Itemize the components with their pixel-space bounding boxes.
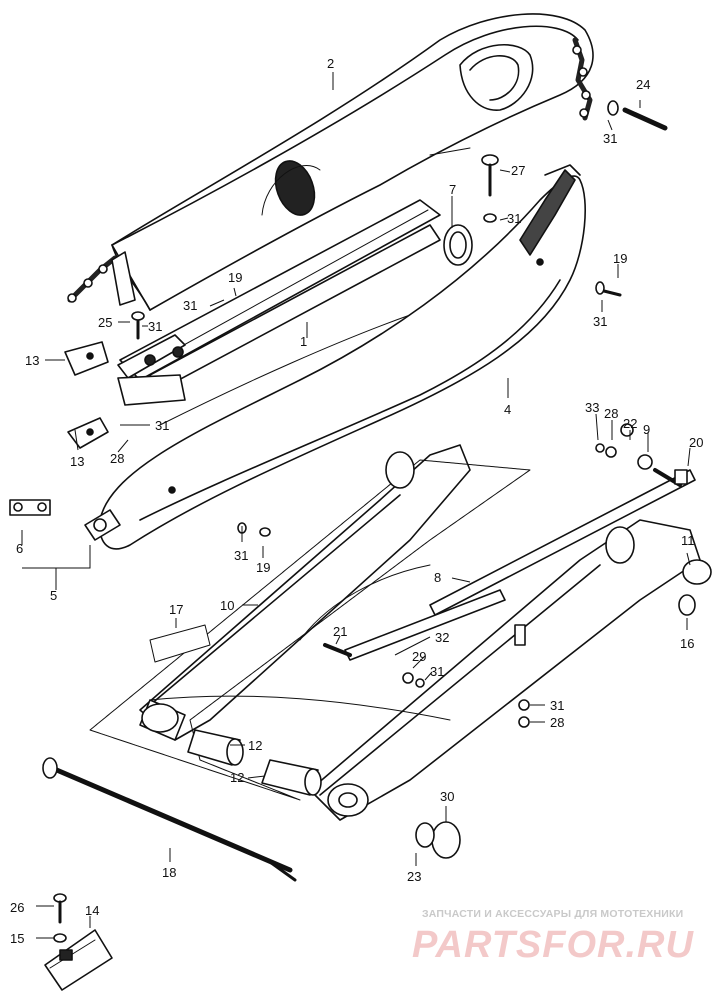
- bolt-27: [481, 154, 499, 223]
- callout-6: 7: [449, 182, 456, 197]
- callout-labels: 2 1 4 5 6 7 8 9 10 11 12 12 13 13 14 15 …: [10, 56, 703, 946]
- callout-18: 17: [169, 602, 183, 617]
- callout-45: 31: [550, 698, 564, 713]
- callout-30: 27: [511, 163, 525, 178]
- nut-30: [431, 821, 461, 859]
- callout-1: 2: [327, 56, 334, 71]
- callout-42: 31: [155, 418, 169, 433]
- bolt-19-lower: [237, 522, 271, 537]
- chain-lower: [67, 251, 136, 306]
- chain-case-upper: [111, 13, 594, 311]
- watermark: ЗАПЧАСТИ И АКСЕССУАРЫ ДЛЯ МОТОТЕХНИКИ PA…: [412, 908, 694, 966]
- bracket-13-upper: [64, 341, 109, 376]
- callout-31: 28: [110, 451, 124, 466]
- callout-29: 26: [10, 900, 24, 915]
- callout-46: 32: [435, 630, 449, 645]
- nut-16: [678, 594, 696, 616]
- callout-38: 31: [507, 211, 521, 226]
- callout-7: 8: [434, 570, 441, 585]
- callout-8: 9: [643, 422, 650, 437]
- callout-9: 10: [220, 598, 234, 613]
- bolt-25: [131, 311, 145, 340]
- chain-joint-6: [9, 499, 51, 516]
- label-sticker: [149, 624, 211, 663]
- chain-case-lower: [99, 175, 586, 550]
- callout-33: 28: [604, 406, 618, 421]
- callout-13: 13: [25, 353, 39, 368]
- callout-44: 31: [430, 664, 444, 679]
- slider-pad-assembly: [44, 893, 113, 991]
- bolt-24: [607, 100, 668, 131]
- callout-47: 33: [585, 400, 599, 415]
- chain-slider: [117, 199, 441, 406]
- washers-right: [595, 423, 653, 470]
- callout-2: 1: [300, 334, 307, 349]
- callout-22: 19: [256, 560, 270, 575]
- callout-23: 20: [689, 435, 703, 450]
- washer-23: [415, 822, 435, 848]
- callout-11: 12: [248, 738, 262, 753]
- grommet: [443, 224, 473, 266]
- watermark-brand: PARTSFOR.RU: [412, 924, 694, 966]
- callout-25: 22: [623, 416, 637, 431]
- callout-21: 19: [613, 251, 627, 266]
- callout-16: 15: [10, 931, 24, 946]
- callout-40: 31: [183, 298, 197, 313]
- callout-3: 4: [504, 402, 511, 417]
- callout-28: 25: [98, 315, 112, 330]
- bracket-13-lower: [67, 417, 109, 449]
- callout-24: 21: [333, 624, 347, 639]
- chain-guide-bracket: [519, 164, 581, 256]
- callout-37: 31: [603, 131, 617, 146]
- chain-joint-5: [84, 509, 121, 541]
- washers-adjuster: [402, 672, 530, 728]
- callout-35: 29: [412, 649, 426, 664]
- callout-43: 31: [234, 548, 248, 563]
- callout-32: 28: [550, 715, 564, 730]
- callout-39: 31: [593, 314, 607, 329]
- nut-11: [682, 559, 712, 585]
- bolt-21: [323, 643, 352, 657]
- chain-upper: [572, 37, 593, 121]
- callout-5: 6: [16, 541, 23, 556]
- pivot-bolt: [42, 757, 297, 882]
- chain-adjuster: [344, 469, 696, 661]
- callout-4: 5: [50, 588, 57, 603]
- callout-12: 12: [230, 770, 244, 785]
- callout-20: 19: [228, 270, 242, 285]
- watermark-caption: ЗАПЧАСТИ И АКСЕССУАРЫ ДЛЯ МОТОТЕХНИКИ: [422, 908, 683, 920]
- callout-15: 14: [85, 903, 99, 918]
- swing-arm: [89, 444, 701, 821]
- callout-19: 18: [162, 865, 176, 880]
- bolt-19: [595, 281, 622, 297]
- callout-26: 23: [407, 869, 421, 884]
- callout-17: 16: [680, 636, 694, 651]
- callout-10: 11: [681, 533, 695, 548]
- callout-27: 24: [636, 77, 650, 92]
- axle-bolt-20: [653, 468, 688, 487]
- callout-36: 30: [440, 789, 454, 804]
- callout-41: 31: [148, 319, 162, 334]
- callout-14: 13: [70, 454, 84, 469]
